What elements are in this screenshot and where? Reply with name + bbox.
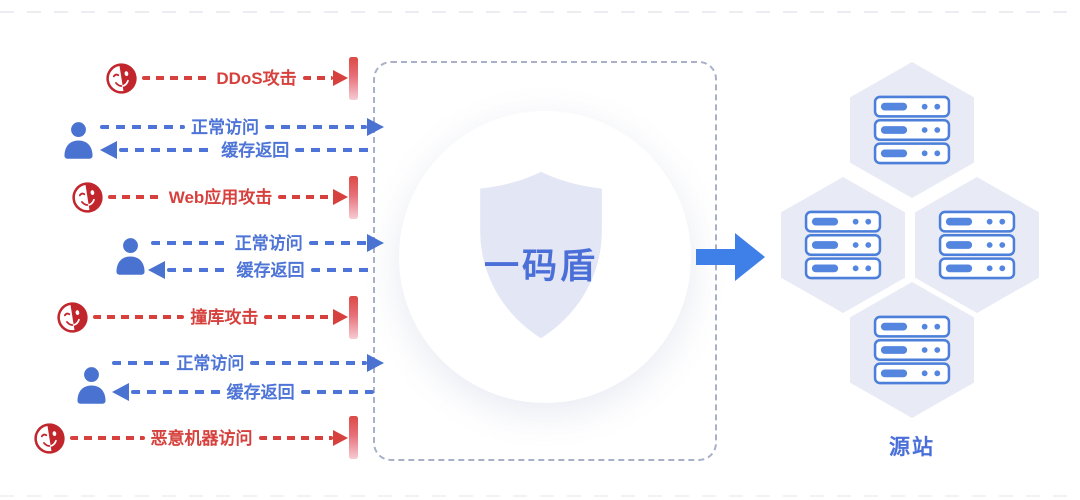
origin-site-label: 源站 (889, 436, 935, 459)
server-stack-icon (804, 210, 882, 280)
return-label: 缓存返回 (226, 382, 295, 402)
cache-return-line: 缓存返回 (100, 140, 374, 160)
arrowhead-left-icon (148, 261, 165, 279)
dashed-line (112, 361, 171, 365)
arrowhead-right-icon (333, 189, 349, 205)
dashed-line (108, 195, 163, 199)
arrowhead-right-icon (367, 234, 384, 252)
return-label: 缓存返回 (221, 140, 290, 160)
attacker-mask-icon (54, 298, 92, 336)
attack-lane-webapp: Web应用攻击 (69, 178, 349, 216)
attacker-mask-icon (103, 59, 141, 97)
block-bar (349, 176, 358, 219)
top-divider (0, 11, 1080, 13)
bottom-divider (0, 495, 1080, 497)
return-label: 缓存返回 (236, 260, 305, 280)
user-icon (62, 121, 95, 159)
forward-label: 正常访问 (176, 353, 245, 373)
origin-node-hexagon (915, 177, 1039, 313)
attacker-mask-icon (31, 419, 69, 457)
dashed-line (131, 390, 221, 394)
attack-label: 恶意机器访问 (150, 428, 253, 448)
dashed-line (278, 195, 334, 199)
arrowhead-right-icon (367, 118, 384, 136)
dashed-line (167, 268, 231, 272)
forward-request-line: 正常访问 (112, 353, 384, 373)
attack-label: 撞库攻击 (190, 307, 259, 327)
arrowhead-right-icon (333, 430, 348, 446)
server-stack-icon (938, 210, 1016, 280)
to-origin-arrowhead-icon (735, 233, 765, 281)
user-icon (114, 237, 147, 275)
dashed-line (302, 76, 333, 80)
dashed-line (308, 241, 367, 245)
forward-request-line: 正常访问 (100, 117, 384, 137)
dashed-line (119, 148, 216, 152)
to-origin-arrow-icon (696, 249, 738, 265)
dashed-line (264, 315, 333, 319)
attack-lane-bot: 恶意机器访问 (33, 421, 348, 455)
user-icon (75, 366, 108, 404)
origin-node-hexagon (850, 62, 974, 198)
arrowhead-right-icon (333, 70, 348, 86)
dashed-line (295, 148, 374, 152)
dashed-line (70, 436, 145, 440)
attack-label: DDoS攻击 (216, 68, 297, 88)
forward-label: 正常访问 (191, 117, 259, 137)
attack-lane-credential: 撞库攻击 (56, 300, 348, 334)
block-bar (349, 416, 358, 459)
dashed-line (300, 390, 374, 394)
dashed-line (265, 125, 367, 129)
origin-node-hexagon (781, 177, 905, 313)
dashed-line (93, 315, 185, 319)
forward-label: 正常访问 (234, 233, 303, 253)
origin-node-hexagon (850, 282, 974, 418)
attack-label: Web应用攻击 (168, 187, 273, 207)
shield-product-name: 一码盾 (483, 247, 598, 286)
dashed-line (250, 361, 367, 365)
dashed-line (151, 241, 229, 245)
arrowhead-left-icon (112, 383, 129, 401)
cache-return-line: 缓存返回 (148, 260, 374, 280)
dashed-line (310, 268, 374, 272)
shield-icon (461, 166, 621, 344)
dashed-line (142, 76, 211, 80)
block-bar (349, 57, 358, 100)
attacker-mask-icon (69, 178, 107, 216)
arrowhead-left-icon (100, 141, 117, 159)
arrowhead-right-icon (367, 354, 384, 372)
attack-lane-ddos: DDoS攻击 (105, 61, 348, 95)
dashed-line (100, 125, 185, 129)
cache-return-line: 缓存返回 (112, 382, 374, 402)
arrowhead-right-icon (333, 309, 348, 325)
dashed-line (258, 436, 333, 440)
server-stack-icon (873, 95, 951, 165)
server-stack-icon (873, 315, 951, 385)
forward-request-line: 正常访问 (151, 233, 384, 253)
block-bar (349, 296, 358, 339)
